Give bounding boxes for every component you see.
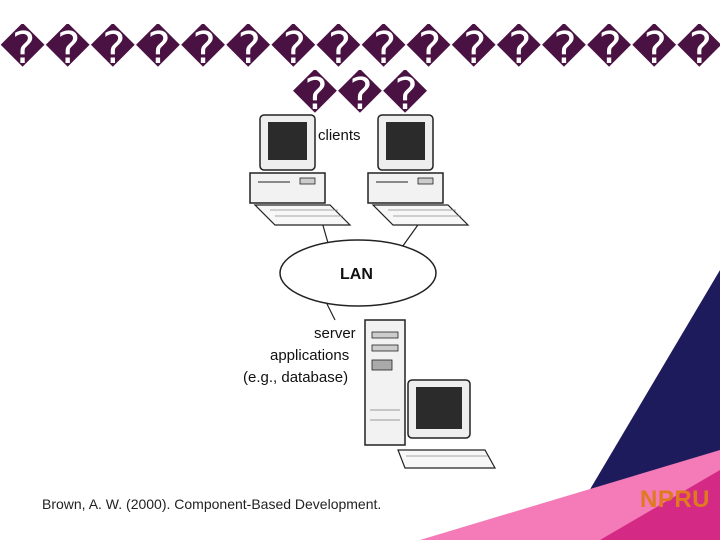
server-tower-icon (364, 319, 406, 446)
client-computer-left-icon (249, 114, 352, 226)
server-monitor-icon (397, 379, 497, 469)
client-server-diagram: clients LAN server applications (e.g., d… (243, 114, 497, 469)
lan-cloud (279, 239, 437, 307)
lan-label: LAN (340, 266, 373, 283)
client-computer-right-icon (367, 114, 470, 226)
slide-title-line-2: ��� (292, 70, 428, 120)
server-label-line-2: applications (270, 347, 349, 364)
server-label-line-1: server (314, 325, 356, 342)
npru-logo: NPRU (640, 486, 711, 513)
server-label-line-3: (e.g., database) (243, 369, 348, 386)
slide-title-line-1: ���������������� (0, 24, 720, 74)
clients-label: clients (318, 127, 361, 144)
citation-text: Brown, A. W. (2000). Component-Based Dev… (42, 496, 382, 512)
